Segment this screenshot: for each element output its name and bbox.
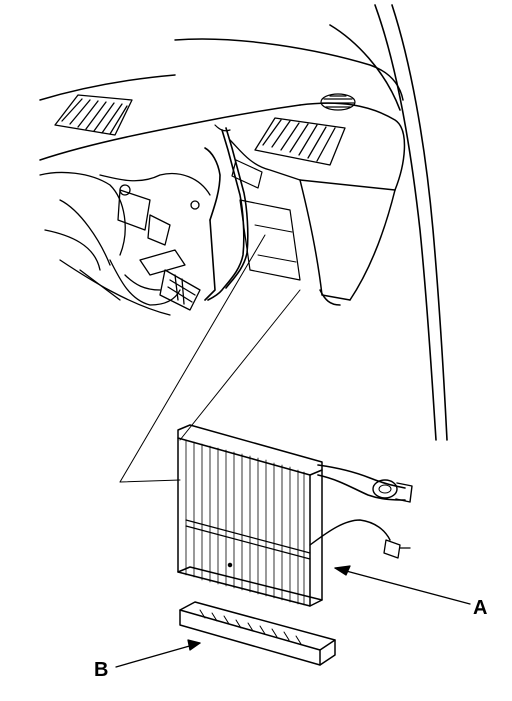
left-air-vent: [54, 94, 133, 136]
under-dash-components: [39, 171, 211, 316]
windshield-pillar: [329, 4, 448, 441]
leader-lines: [119, 234, 301, 483]
sensor-wire-harness: [204, 124, 263, 301]
evaporator-bracket: [179, 601, 336, 666]
callout-arrow-a: [334, 565, 471, 605]
evaporator-core: [177, 424, 413, 607]
center-air-vent: [229, 117, 346, 181]
speaker-grille: [320, 93, 356, 111]
callout-arrow-b: [115, 639, 201, 668]
dashboard-outline: [39, 38, 406, 306]
callout-label-b: B: [94, 659, 109, 681]
callout-label-a: A: [473, 597, 488, 619]
